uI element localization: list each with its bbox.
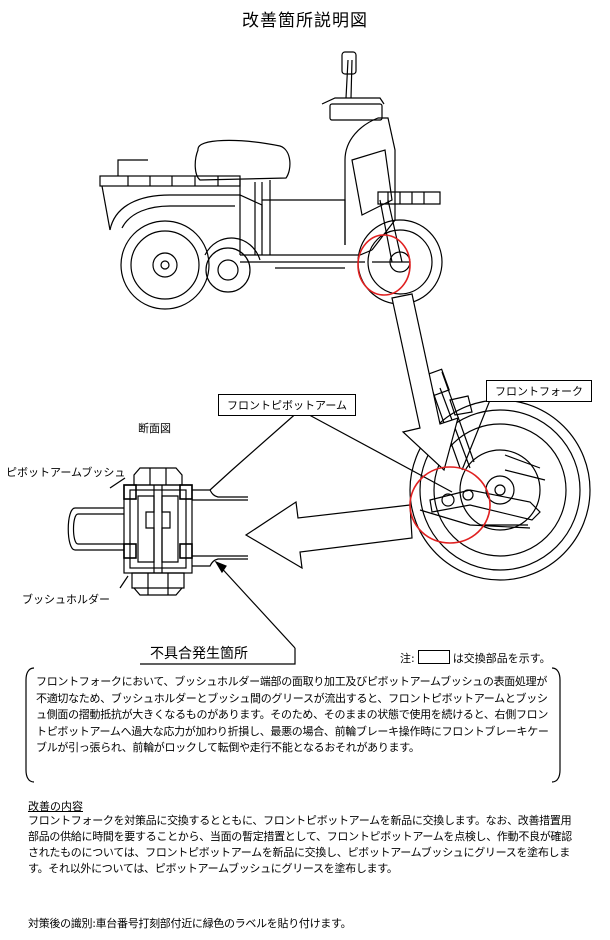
description-text: フロントフォークにおいて、ブッシュホルダー端部の面取り加工及びピボットアームブッ… xyxy=(36,675,549,754)
identification-text: 対策後の識別:車台番号打刻部付近に緑色のラベルを貼り付けます。 xyxy=(28,917,352,930)
label-front-pivot-arm: フロントピボットアーム xyxy=(218,394,357,416)
improvement-text: フロントフォークを対策品に交換するとともに、フロントピボットアームを新品に交換し… xyxy=(28,814,572,875)
legend-note: 注: は交換部品を示す。 xyxy=(400,650,551,666)
label-front-fork: フロントフォーク xyxy=(486,380,592,402)
label-defect-location: 不具合発生箇所 xyxy=(150,646,248,662)
legend-suffix: は交換部品を示す。 xyxy=(452,652,551,665)
label-section-view: 断面図 xyxy=(138,422,171,435)
legend-prefix: 注: xyxy=(400,652,415,665)
legend-swatch xyxy=(417,650,450,664)
page-title: 改善箇所説明図 xyxy=(242,11,368,31)
improvement-heading: 改善の内容 xyxy=(28,800,83,813)
label-pivot-arm-bush: ピボットアームブッシュ xyxy=(6,466,126,479)
cross-section xyxy=(67,467,248,596)
label-bush-holder: ブッシュホルダー xyxy=(22,593,110,606)
scooter-illustration xyxy=(99,51,443,310)
